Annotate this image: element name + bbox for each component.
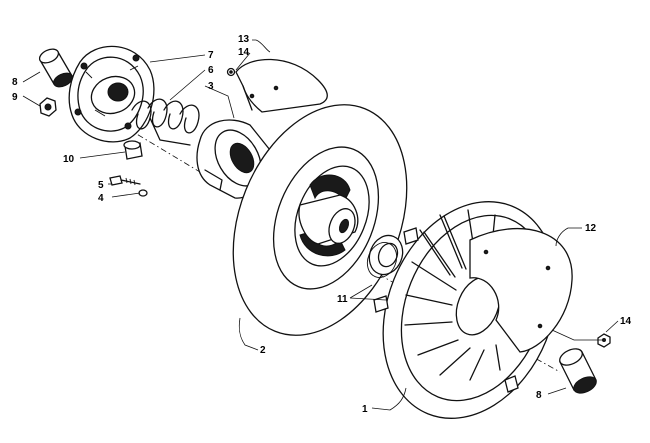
part-5-screw [109, 175, 141, 186]
callout-13: 13 [238, 34, 250, 45]
part-6-spring [131, 98, 200, 146]
callout-14-lower: 14 [620, 316, 632, 327]
part-3-cam [196, 119, 272, 199]
callout-8-lower: 8 [536, 390, 542, 401]
part-8-bushing-upper [38, 48, 73, 88]
callout-7: 7 [208, 50, 214, 61]
part-9-lock-nut [39, 97, 57, 117]
callout-14-upper: 14 [238, 47, 250, 58]
part-14-bolt-lower [597, 333, 611, 348]
part-13-guard [235, 58, 328, 113]
part-11-washer [366, 234, 404, 278]
callout-6: 6 [208, 65, 214, 76]
callout-10: 10 [63, 154, 75, 165]
part-12-guard [469, 227, 573, 353]
part-10-roller [123, 140, 143, 160]
part-7-spider [68, 45, 155, 143]
callout-9: 9 [12, 92, 18, 103]
part-4-washer [138, 189, 148, 197]
callout-2: 2 [260, 345, 266, 356]
part-2-movable-sheave [232, 104, 408, 336]
part-14-bolt-upper [226, 67, 236, 77]
callout-5: 5 [98, 180, 104, 191]
leader-lines [22, 39, 619, 411]
callout-1: 1 [362, 404, 368, 415]
callout-11: 11 [337, 294, 348, 305]
callout-3: 3 [208, 81, 214, 92]
part-8-bushing-lower [559, 348, 597, 394]
callout-12: 12 [585, 223, 597, 234]
callout-8-upper: 8 [12, 77, 18, 88]
callout-4: 4 [98, 193, 104, 204]
